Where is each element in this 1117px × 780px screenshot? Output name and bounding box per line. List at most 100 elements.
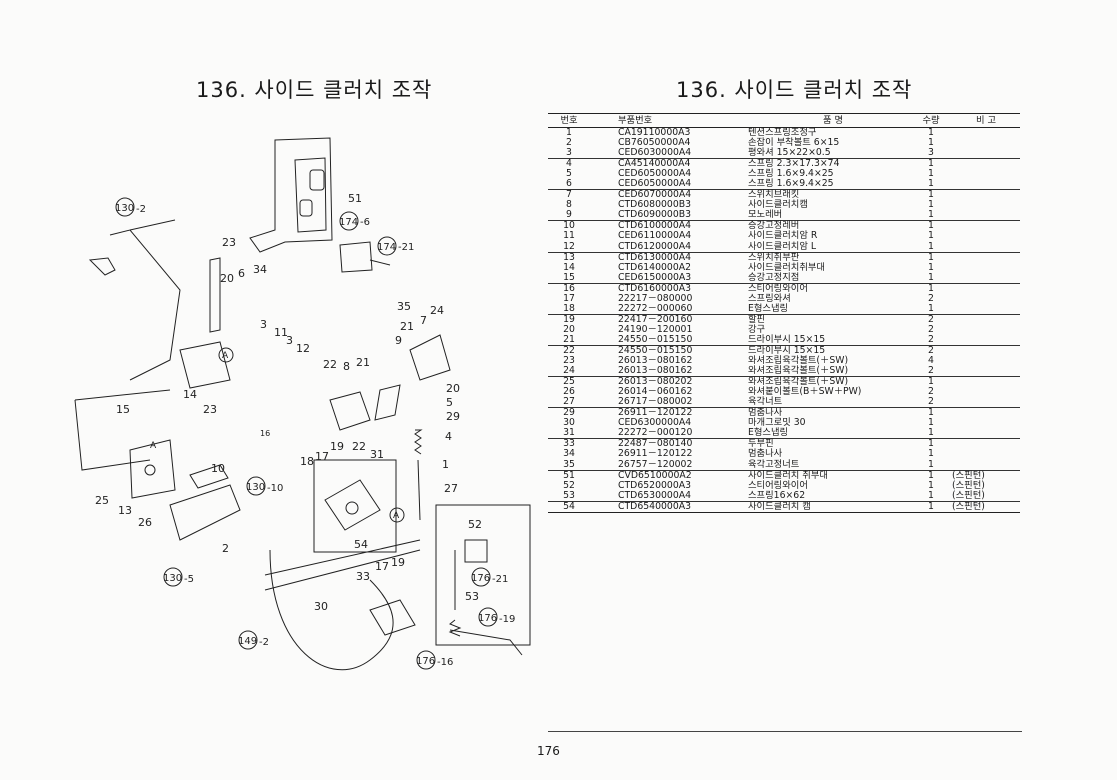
- row-no: 53: [548, 490, 590, 502]
- row-qty: 1: [918, 490, 944, 502]
- row-part-name: E형스냅링: [748, 304, 918, 315]
- row-part-name: 스위치브래킷: [748, 189, 800, 201]
- callout: 176 -19: [478, 607, 515, 627]
- diagram-label: 31: [370, 448, 384, 461]
- diagram-label: 29: [446, 410, 460, 423]
- diagram-label: 10: [211, 462, 225, 475]
- row-part-name: 사이드클러치 취부대: [748, 469, 828, 481]
- callout: 130 -2: [115, 197, 146, 217]
- diagram-label: 19: [391, 556, 405, 569]
- row-no: 31: [548, 428, 590, 440]
- svg-text:-16: -16: [437, 657, 453, 668]
- row-qty: 2: [928, 386, 934, 398]
- row-part-number: CA45140000A4: [618, 158, 691, 170]
- row-qty: 1: [928, 251, 934, 263]
- header-qty: 수량: [918, 113, 944, 128]
- diagram-label: A: [393, 511, 400, 521]
- row-remarks: [944, 377, 1020, 388]
- row-qty: 1: [928, 479, 934, 491]
- row-part-name: 와셔조립육각볼트(＋SW): [748, 366, 918, 378]
- diagram-label: 13: [118, 504, 132, 517]
- row-remarks: [944, 345, 1020, 356]
- row-no: 17: [563, 292, 575, 304]
- diagram-label: 35: [397, 300, 411, 313]
- row-remarks: [944, 366, 1020, 378]
- row-part-number: 26717－080002: [590, 397, 748, 409]
- row-part-number: CTD6120000A4: [590, 241, 748, 253]
- row-remarks: [944, 210, 1020, 222]
- row-part-number: CA19110000A3: [618, 127, 691, 139]
- table-header-row: 번호 부품번호 품 명 수량 비 고: [548, 113, 1020, 128]
- row-no: 12: [548, 241, 590, 253]
- row-part-number: 24550－015150: [618, 345, 693, 356]
- row-part-name: 손잡이 부착볼트 6×15: [748, 137, 840, 149]
- row-part-number: 26911－120122: [618, 407, 693, 419]
- row-part-number: CED6150000A3: [590, 272, 748, 284]
- diagram-label: 3: [260, 318, 267, 331]
- row-qty: 1: [918, 210, 944, 222]
- diagram-label: 23: [222, 236, 236, 249]
- row-no: 9: [548, 210, 590, 222]
- svg-text:-10: -10: [267, 483, 283, 494]
- row-qty: 1: [928, 438, 934, 450]
- row-part-name: 스프링16×62: [748, 490, 918, 502]
- diagram-label: 33: [356, 570, 370, 583]
- row-no: 35: [548, 459, 590, 471]
- diagram-label: 14: [183, 388, 197, 401]
- row-remarks: [944, 169, 1020, 179]
- diagram-callouts: 130 -2 174 -6 174 -21 130 -10 130 -5 149…: [115, 197, 515, 670]
- row-qty: 2: [918, 335, 944, 346]
- svg-text:130: 130: [246, 482, 265, 493]
- diagram-label: 19: [330, 440, 344, 453]
- diagram-label: A: [222, 351, 229, 361]
- row-part-number: CED6110000A4: [618, 230, 692, 242]
- header-remarks: 비 고: [944, 113, 1020, 128]
- row-remarks: [944, 263, 1020, 273]
- row-part-number: 22487－080140: [618, 438, 693, 450]
- callout: 174 -6: [339, 211, 370, 231]
- row-qty: 1: [928, 158, 934, 170]
- diagram-label: 20: [220, 272, 234, 285]
- diagram-label: 1: [442, 458, 449, 471]
- row-part-number: CTD6100000A4: [618, 220, 692, 232]
- diagram-label: 5: [446, 396, 453, 409]
- row-no: 3: [548, 148, 590, 160]
- row-part-number: CTD6160000A3: [618, 282, 692, 294]
- row-qty: 1: [928, 261, 934, 273]
- svg-text:-2: -2: [136, 204, 146, 215]
- row-qty: 1: [918, 304, 944, 315]
- diagram-label: 15: [116, 403, 130, 416]
- row-qty: 1: [928, 199, 934, 211]
- row-no: 21: [548, 335, 590, 346]
- row-no: 11: [563, 230, 575, 242]
- row-remarks: [944, 252, 1020, 263]
- row-remarks: [944, 428, 1020, 440]
- row-part-name: 사이드클러치 캠: [748, 501, 918, 513]
- row-part-number: 24550－015150: [590, 335, 748, 346]
- row-no: 33: [563, 438, 575, 450]
- row-part-number: CED6030000A4: [590, 148, 748, 160]
- row-qty: 1: [928, 137, 934, 149]
- row-remarks: [944, 356, 1020, 366]
- row-no: 18: [548, 304, 590, 315]
- row-no: 5: [566, 168, 572, 180]
- row-part-number: CTD6520000A3: [618, 479, 692, 491]
- row-qty: 1: [928, 376, 934, 388]
